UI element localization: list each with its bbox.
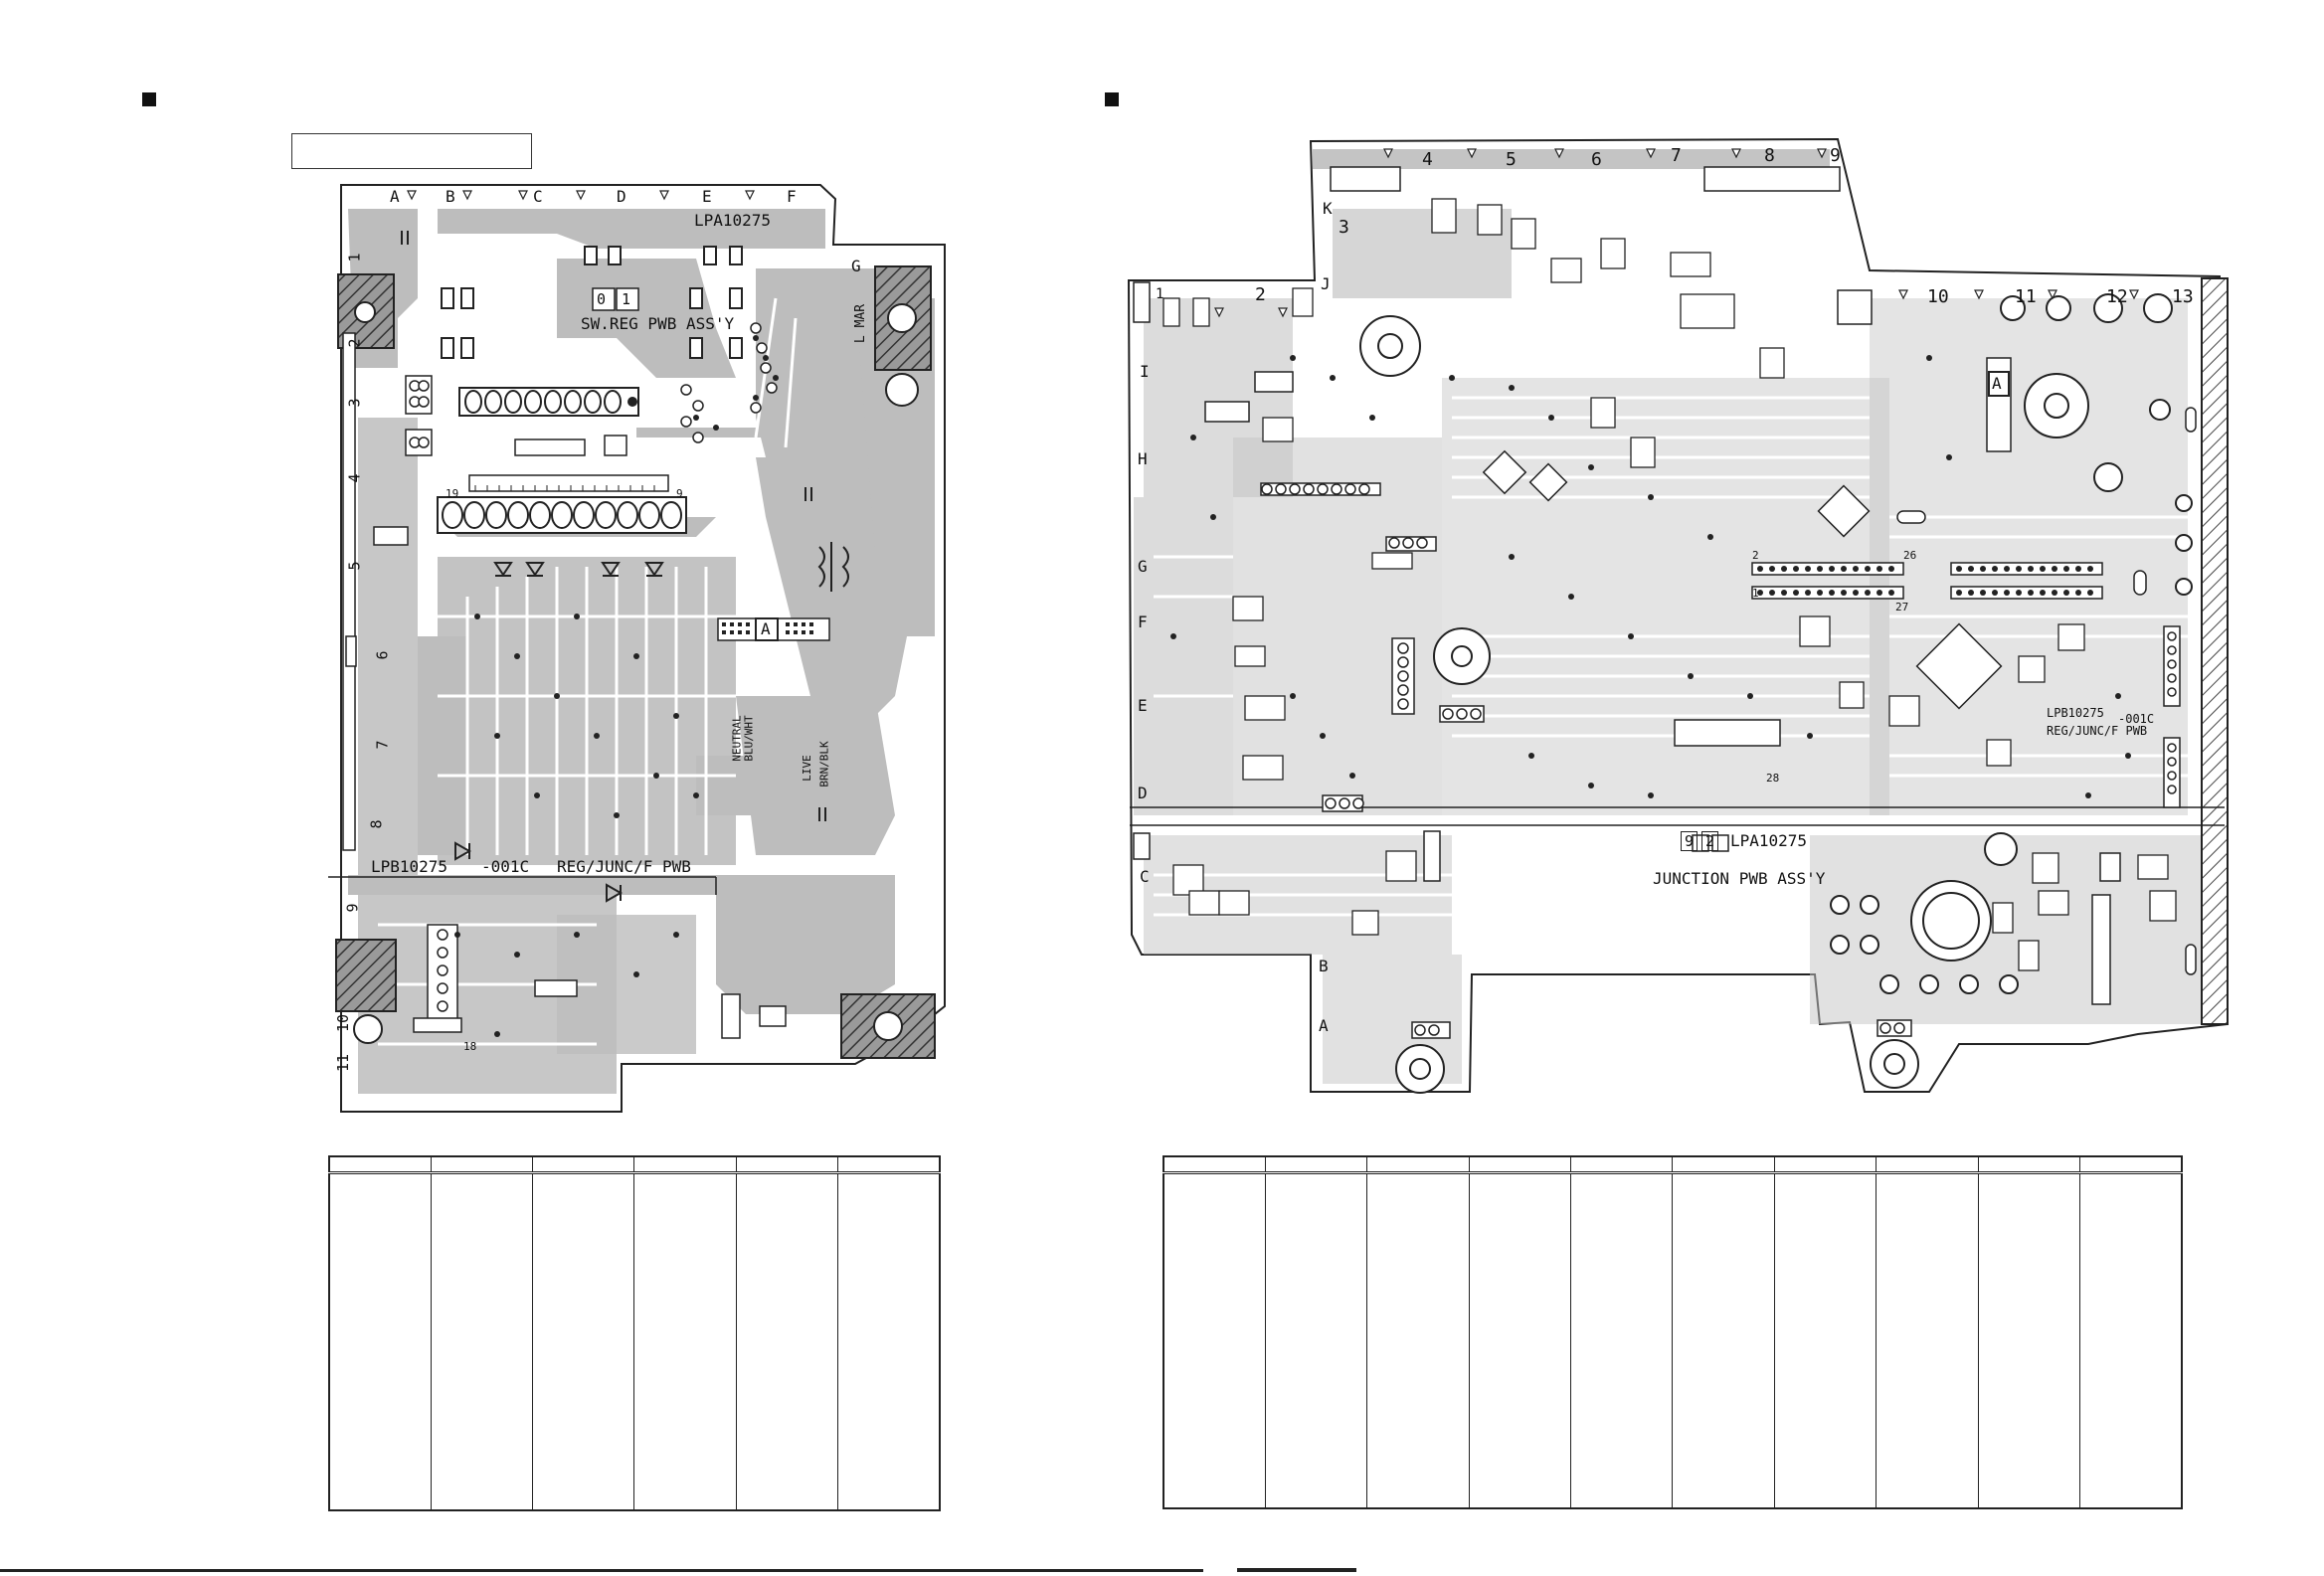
right-letter-H: H [1138, 449, 1148, 468]
right-top-8: 8 [1764, 145, 1775, 166]
left-col-E: E [702, 187, 712, 206]
right-letter-B: B [1319, 957, 1329, 975]
right-pin-1: 1 [1752, 587, 1759, 600]
right-top-4: 4 [1422, 149, 1433, 170]
right-left-1: 1 [1156, 286, 1164, 302]
right-left-3: 3 [1339, 217, 1349, 238]
callout-label-box [291, 133, 532, 169]
right-pin-27: 27 [1895, 601, 1909, 613]
right-letter-C: C [1140, 867, 1150, 886]
right-letter-D: D [1138, 784, 1148, 802]
right-top-6: 6 [1591, 149, 1602, 170]
right-letter-J: J [1321, 274, 1331, 293]
left-main-suffix: -001C [481, 857, 530, 876]
table-header-row [1162, 1155, 2183, 1174]
right-letter-G: G [1138, 557, 1148, 576]
right-sub-code-1: 2 [1701, 831, 1719, 851]
left-col-C: C [533, 187, 543, 206]
right-num-10: 10 [1927, 286, 1949, 307]
left-col-B: B [446, 187, 455, 206]
right-num-11: 11 [2015, 286, 2037, 307]
left-col-F: F [787, 187, 797, 206]
footer-rule-mark [1237, 1568, 1356, 1572]
right-letter-F: F [1138, 613, 1148, 631]
right-sub-code-0: 9 [1681, 831, 1698, 851]
left-connector-a: A [761, 619, 771, 638]
right-num-12: 12 [2106, 286, 2128, 307]
table-row [328, 1172, 941, 1510]
right-letter-K: K [1323, 199, 1333, 218]
right-top-7: 7 [1671, 145, 1682, 166]
left-main-name: REG/JUNC/F PWB [557, 857, 691, 876]
right-connector-a: A [1992, 374, 2002, 393]
left-parts-table [328, 1155, 941, 1511]
left-col-A: A [390, 187, 400, 206]
left-part-no: LPA10275 [694, 211, 772, 230]
right-parts-table [1162, 1155, 2183, 1509]
right-part-no: LPA10275 [1730, 831, 1808, 850]
footer-rule [0, 1569, 1203, 1572]
right-sub-label: JUNCTION PWB ASS'Y [1653, 869, 1826, 888]
right-main-suffix: -001C [2118, 712, 2155, 726]
right-pin-26: 26 [1903, 549, 1917, 562]
section-marker-left [142, 92, 156, 106]
right-pin-2: 2 [1752, 549, 1759, 562]
right-main-label: LPB10275 [2047, 706, 2104, 720]
left-pin-19: 19 [446, 487, 459, 500]
right-letter-E: E [1138, 696, 1148, 715]
left-sub-code-1: 1 [622, 290, 631, 308]
right-top-9: 9 [1830, 145, 1841, 166]
section-marker-right [1105, 92, 1119, 106]
left-col-G: G [851, 257, 861, 275]
table-row [1162, 1172, 2183, 1508]
right-letter-I: I [1140, 362, 1150, 381]
right-num-13: 13 [2172, 286, 2194, 307]
right-main-name: REG/JUNC/F PWB [2047, 724, 2148, 738]
left-col-D: D [617, 187, 626, 206]
table-header-row [328, 1155, 941, 1174]
left-pin-18: 18 [463, 1040, 477, 1053]
right-top-5: 5 [1506, 149, 1517, 170]
left-sub-code-0: 0 [597, 290, 607, 308]
right-pin-28: 28 [1766, 772, 1780, 785]
left-sub-label: SW.REG PWB ASS'Y [581, 314, 735, 333]
right-left-2: 2 [1255, 284, 1266, 305]
left-main-label: LPB10275 [371, 857, 448, 876]
left-pin-9: 9 [676, 487, 683, 500]
right-letter-A: A [1319, 1016, 1329, 1035]
